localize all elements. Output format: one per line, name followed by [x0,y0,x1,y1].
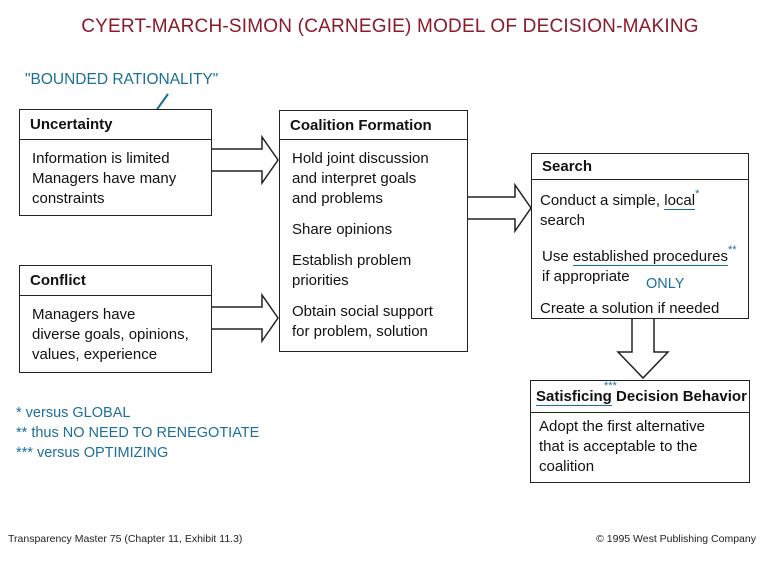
search-body: Conduct a simple, local* search Use esta… [532,180,748,325]
search-box: Search Conduct a simple, local* search U… [531,153,749,319]
footer-right: © 1995 West Publishing Company [596,533,756,545]
established-procedures-underlined: established procedures [572,248,728,266]
uncertainty-header: Uncertainty [20,110,211,140]
search-line: Conduct a simple, local* [540,186,740,211]
satisficing-box: Satisficing Decision Behavior *** Adopt … [530,380,750,483]
satisficing-line: coalition [539,458,595,475]
footnotes: * versus GLOBAL ** thus NO NEED TO RENEG… [16,403,259,463]
arrow-search-to-satisficing [616,317,670,380]
search-header: Search [532,154,748,180]
coalition-line: Share opinions [292,221,393,238]
uncertainty-box: Uncertainty Information is limited Manag… [19,109,212,216]
uncertainty-line: constraints [32,190,105,207]
conflict-line: diverse goals, opinions, [32,326,189,343]
coalition-line: Establish problem [292,252,412,269]
coalition-line: and interpret goals [292,170,417,187]
footnote: * versus GLOBAL [16,405,131,421]
satisficing-header-rest: Decision Behavior [611,388,747,405]
satisficing-header: Satisficing Decision Behavior *** [531,380,749,413]
footer-left: Transparency Master 75 (Chapter 11, Exhi… [8,533,243,545]
footnote: *** versus OPTIMIZING [16,445,169,461]
search-line: Use established procedures** [540,242,740,267]
coalition-line: and problems [292,190,383,207]
coalition-line: for problem, solution [292,323,428,340]
conflict-line: values, experience [32,346,158,363]
footnote: ** thus NO NEED TO RENEGOTIATE [16,425,260,441]
coalition-line: Obtain social support [292,303,433,320]
coalition-formation-box: Coalition Formation Hold joint discussio… [279,110,468,352]
conflict-body: Managers have diverse goals, opinions, v… [20,296,211,371]
coalition-line: priorities [292,272,349,289]
satisficing-star-mark: *** [604,380,617,392]
uncertainty-body: Information is limited Managers have man… [20,140,211,215]
conflict-line: Managers have [32,306,136,323]
search-text: Use [542,248,573,265]
satisficing-body: Adopt the first alternative that is acce… [531,413,749,481]
arrow-conflict-to-coalition [210,292,279,344]
conflict-header: Conflict [20,266,211,296]
search-text: Conduct a simple, [540,192,665,209]
local-underlined: local [664,192,696,210]
satisficing-line: Adopt the first alternative [539,418,705,435]
local-star-mark: * [695,188,700,200]
search-line: Create a solution if needed [540,300,720,317]
coalition-line: Hold joint discussion [292,150,429,167]
search-line: search [540,212,586,229]
arrow-coalition-to-search [465,182,532,234]
coalition-formation-header: Coalition Formation [280,111,467,140]
satisficing-underlined: Satisficing [536,387,612,406]
search-line: if appropriate [542,268,630,285]
satisficing-line: that is acceptable to the [539,438,698,455]
uncertainty-line: Information is limited [32,150,170,167]
established-star-mark: ** [727,244,737,256]
coalition-formation-body: Hold joint discussion and interpret goal… [280,140,467,348]
only-annotation: ONLY [646,276,685,292]
bounded-rationality-annotation: "BOUNDED RATIONALITY" [25,71,219,88]
uncertainty-line: Managers have many [32,170,177,187]
page-title: CYERT-MARCH-SIMON (CARNEGIE) MODEL OF DE… [81,16,699,37]
arrow-uncertainty-to-coalition [210,134,279,186]
conflict-box: Conflict Managers have diverse goals, op… [19,265,212,373]
